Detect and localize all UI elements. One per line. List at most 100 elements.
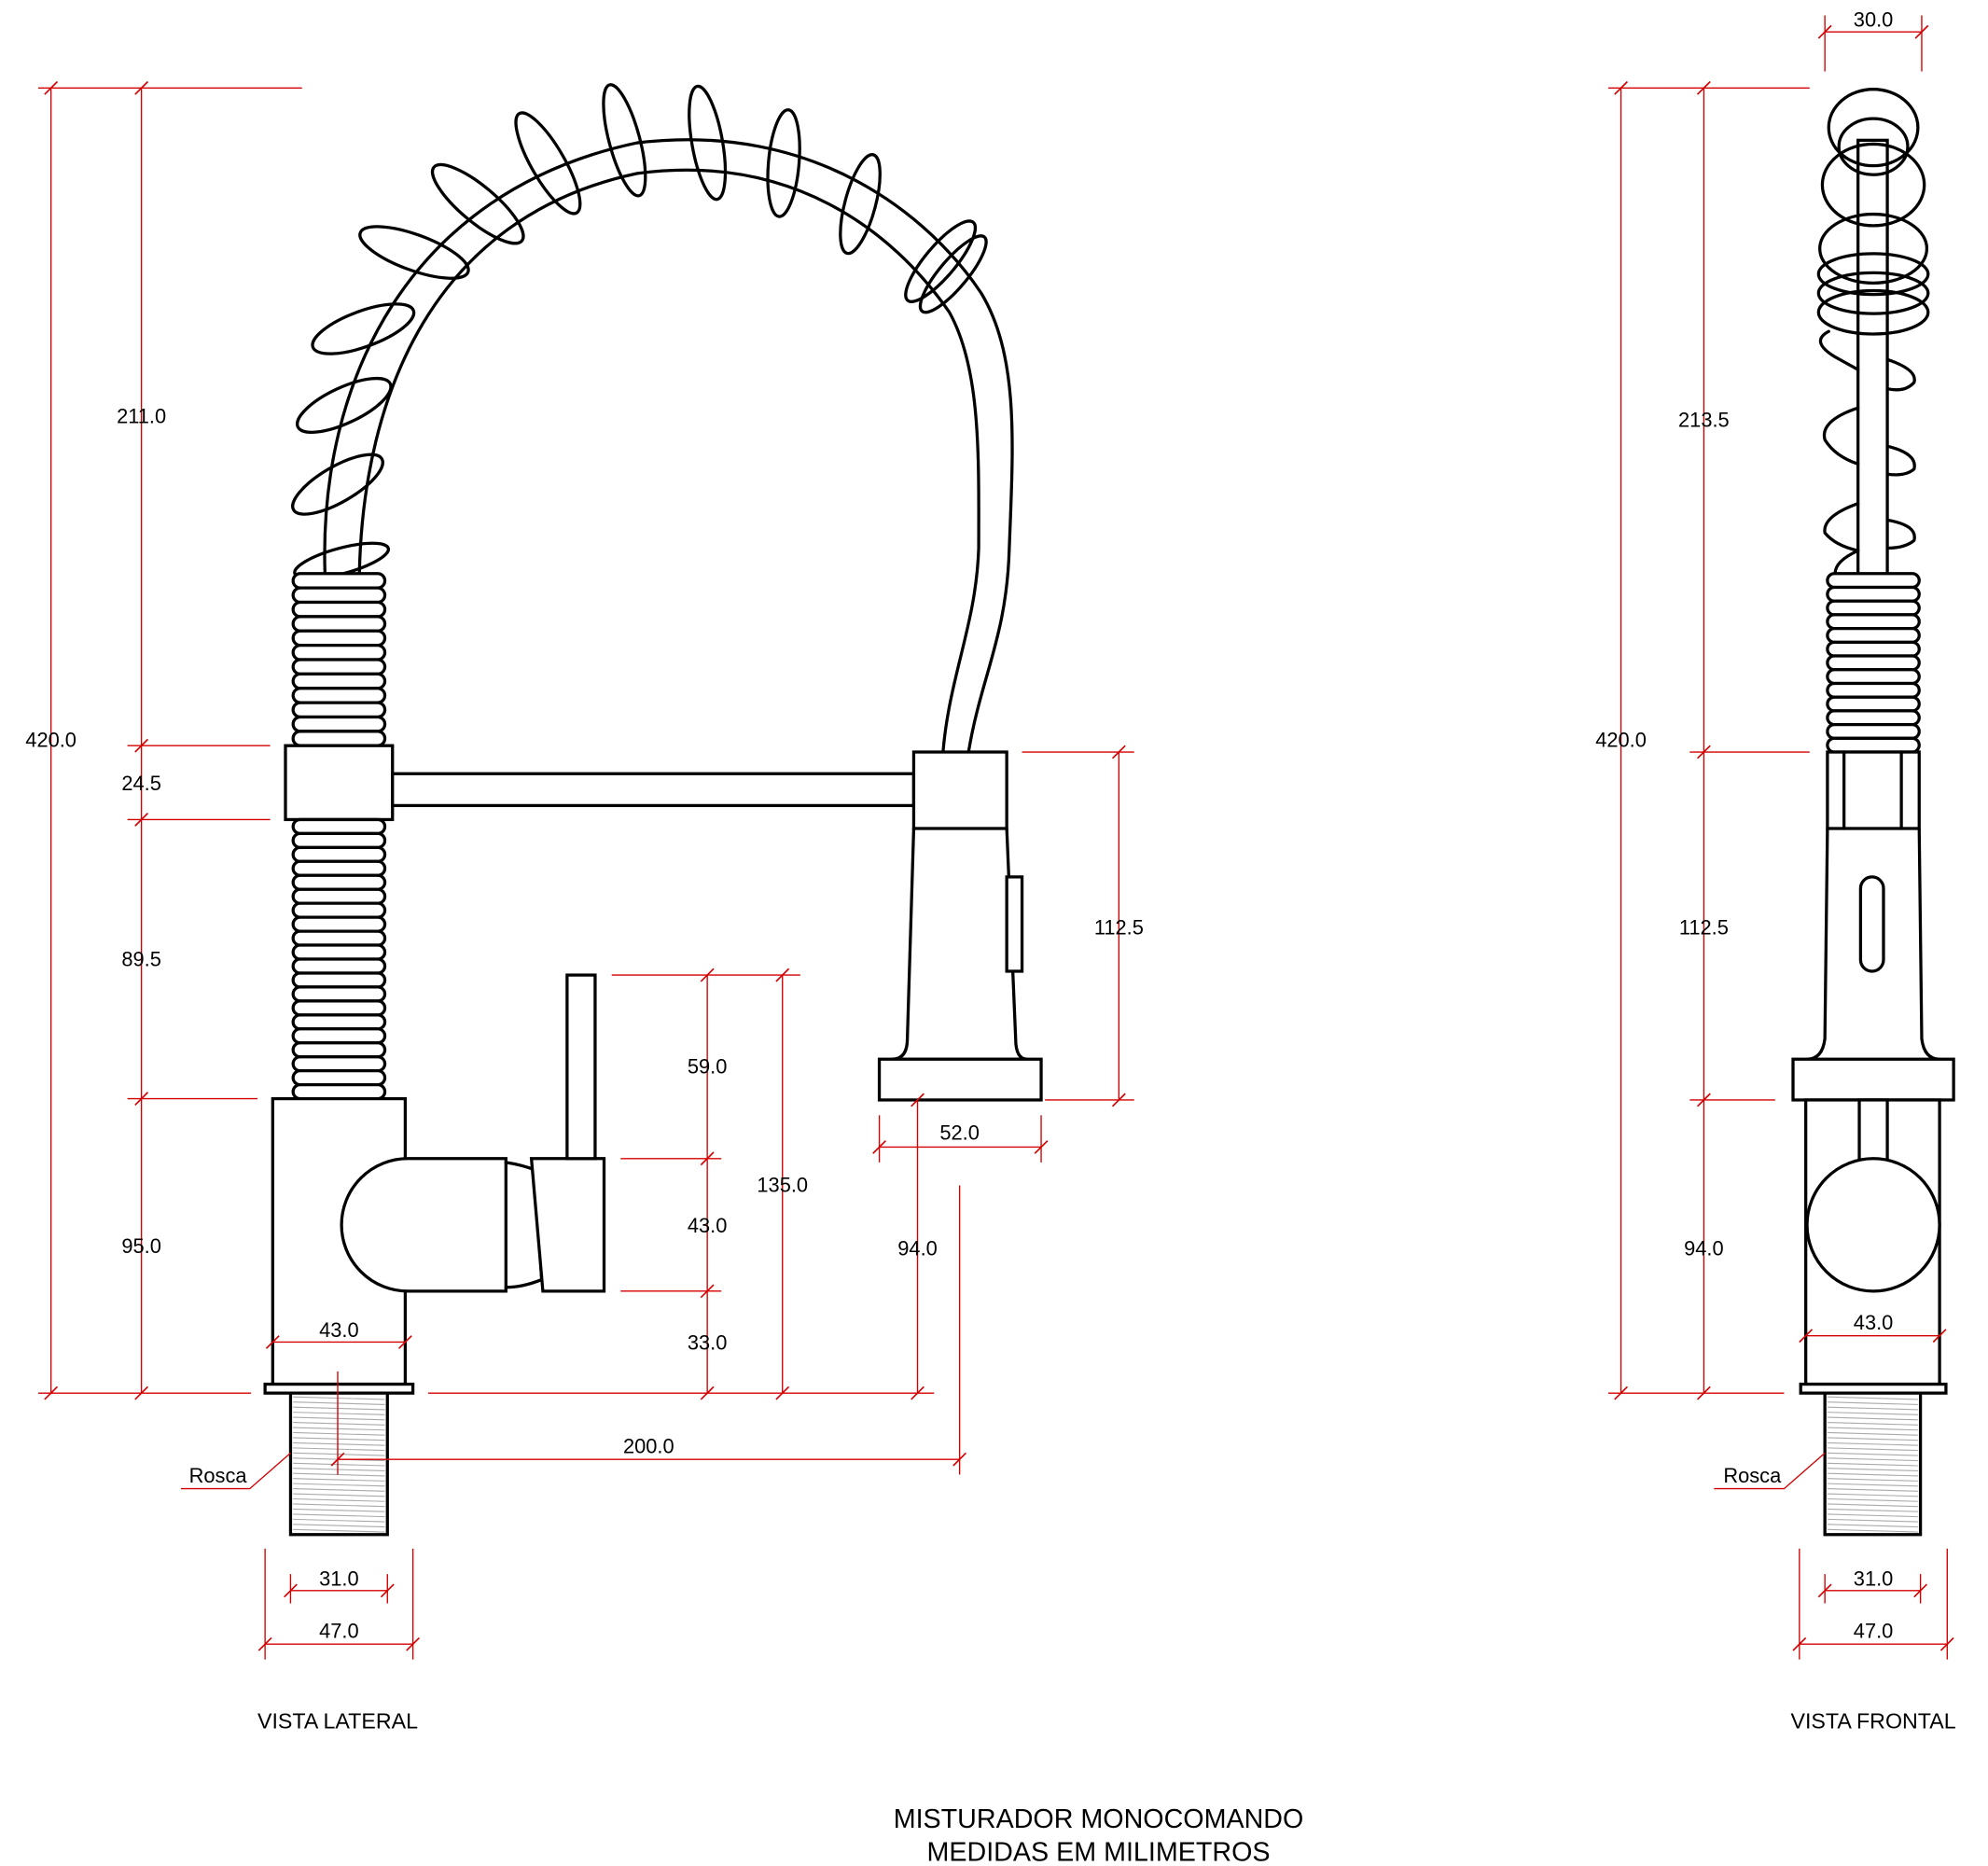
dimension-tick bbox=[1696, 80, 1711, 95]
lateral-view: 420.0 211.0 24.5 89.5 95.0 59.0 43.0 33.… bbox=[25, 80, 1144, 1733]
view-label-frontal: VISTA FRONTAL bbox=[1790, 1708, 1955, 1733]
lateral-dimensions bbox=[37, 87, 1134, 1660]
thread-line bbox=[1827, 1437, 1918, 1441]
dimension-tick bbox=[134, 813, 149, 827]
column-rib bbox=[291, 701, 387, 719]
thread-line bbox=[293, 1431, 385, 1436]
column-rib bbox=[291, 901, 387, 919]
dim-spray-width: 52.0 bbox=[939, 1121, 980, 1144]
dimension-tick bbox=[1817, 24, 1832, 39]
dimension-tick bbox=[1913, 1583, 1928, 1598]
drawing-subtitle: MEDIDAS EM MILIMETROS bbox=[927, 1837, 1271, 1866]
ribbed-column-upper bbox=[291, 572, 387, 747]
thread-line bbox=[293, 1478, 385, 1482]
column-rib bbox=[291, 957, 387, 975]
column-rib bbox=[1826, 572, 1921, 590]
column-rib bbox=[1826, 640, 1921, 658]
dimension-tick bbox=[330, 1452, 345, 1467]
dim-lever-top: 59.0 bbox=[688, 1054, 728, 1078]
thread-line bbox=[293, 1513, 385, 1518]
dimension-tick bbox=[1799, 1329, 1814, 1344]
column-rib bbox=[291, 873, 387, 891]
dimension-tick bbox=[1696, 1386, 1711, 1400]
thread-line bbox=[1827, 1483, 1918, 1487]
column-rib bbox=[291, 643, 387, 661]
dimension-tick bbox=[134, 1386, 149, 1400]
column-rib bbox=[1826, 695, 1921, 713]
spray-slot[interactable] bbox=[1858, 875, 1885, 973]
thread-line bbox=[1827, 1447, 1918, 1452]
column-rib bbox=[291, 999, 387, 1017]
dim-lever-bottom: 33.0 bbox=[688, 1331, 728, 1355]
thread-line bbox=[293, 1528, 385, 1533]
column-rib bbox=[291, 1013, 387, 1031]
thread-line bbox=[293, 1524, 385, 1528]
column-rib bbox=[291, 715, 387, 733]
dim-mid-height: 89.5 bbox=[121, 948, 161, 971]
dimension-tick bbox=[1792, 1636, 1807, 1651]
column-rib bbox=[291, 1069, 387, 1087]
thread-line bbox=[1827, 1401, 1918, 1405]
spout-arm bbox=[391, 772, 916, 808]
column-rib bbox=[291, 658, 387, 675]
dim-total-height: 420.0 bbox=[25, 729, 76, 752]
column-rib bbox=[291, 845, 387, 863]
lever[interactable] bbox=[529, 1157, 606, 1293]
dim-thread-width: 31.0 bbox=[319, 1567, 359, 1590]
column-rib bbox=[291, 1082, 387, 1101]
thread-line bbox=[1827, 1416, 1918, 1421]
dimension-tick bbox=[134, 80, 149, 95]
dimension-tick bbox=[44, 1386, 59, 1400]
thread-line bbox=[1827, 1478, 1918, 1482]
thread bbox=[288, 1391, 389, 1537]
thread-line bbox=[1827, 1406, 1918, 1411]
dimension-tick bbox=[952, 1452, 967, 1467]
drawing-title: MISTURADOR MONOCOMANDO bbox=[894, 1804, 1304, 1834]
spray-head-base bbox=[877, 1057, 1043, 1102]
dim-spray-clearance: 94.0 bbox=[897, 1237, 938, 1260]
collar-front bbox=[1826, 750, 1921, 830]
column-rib bbox=[291, 730, 387, 747]
thread-line bbox=[293, 1452, 385, 1456]
column-rib bbox=[1826, 722, 1921, 740]
thread-line bbox=[1827, 1441, 1918, 1446]
thread-line bbox=[1827, 1513, 1918, 1518]
lever-stick[interactable] bbox=[565, 973, 597, 1161]
thread-line bbox=[1827, 1462, 1918, 1467]
dim-thread-width-front: 31.0 bbox=[1854, 1567, 1894, 1590]
dimension-tick bbox=[265, 1335, 280, 1349]
column-rib bbox=[291, 831, 387, 849]
dimension-tick bbox=[1696, 1093, 1711, 1107]
thread-line bbox=[293, 1497, 385, 1502]
dim-top-width: 30.0 bbox=[1854, 8, 1894, 32]
thread-line bbox=[1827, 1497, 1918, 1502]
thread-line bbox=[293, 1427, 385, 1431]
thread-line bbox=[293, 1503, 385, 1508]
dimension-tick bbox=[380, 1583, 395, 1598]
column-rib bbox=[1826, 668, 1921, 686]
thread-line bbox=[1827, 1508, 1918, 1512]
dimension-tick bbox=[134, 1092, 149, 1106]
thread-line bbox=[1827, 1493, 1918, 1497]
dim-base-height: 95.0 bbox=[121, 1234, 161, 1258]
thread-line bbox=[1827, 1518, 1918, 1523]
lever-stick-front[interactable] bbox=[1857, 1098, 1889, 1165]
dimension-tick bbox=[775, 968, 790, 982]
thread-line bbox=[293, 1472, 385, 1477]
thread-line bbox=[293, 1483, 385, 1487]
column-rib bbox=[291, 1041, 387, 1059]
column-rib bbox=[291, 985, 387, 1003]
dimension-tick bbox=[1817, 1583, 1832, 1598]
thread-line bbox=[293, 1422, 385, 1426]
spray-button[interactable] bbox=[1005, 875, 1024, 973]
thread-line bbox=[1827, 1457, 1918, 1462]
thread-line bbox=[293, 1462, 385, 1467]
spout-arch bbox=[323, 138, 1014, 754]
thread-label: Rosca bbox=[189, 1464, 248, 1487]
column-rib bbox=[291, 600, 387, 619]
thread-label-front: Rosca bbox=[1723, 1464, 1782, 1487]
dimension-tick bbox=[406, 1636, 421, 1651]
thread-line bbox=[1827, 1468, 1918, 1472]
column-rib bbox=[291, 586, 387, 605]
handle-front[interactable] bbox=[1805, 1157, 1941, 1293]
